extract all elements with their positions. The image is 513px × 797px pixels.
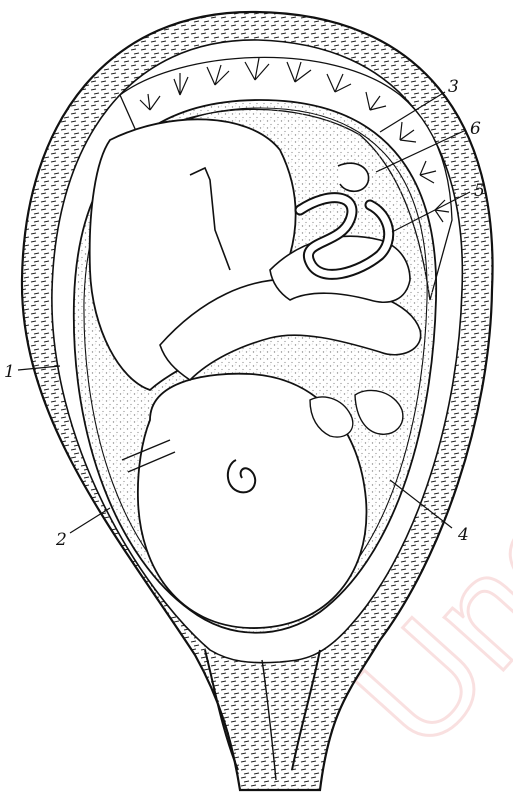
label-3: 3	[448, 77, 459, 97]
label-4: 4	[457, 525, 469, 545]
label-6: 6	[470, 119, 481, 139]
cord-loop	[338, 163, 369, 191]
label-2: 2	[55, 530, 67, 550]
label-1: 1	[4, 362, 15, 382]
label-5: 5	[474, 181, 485, 201]
